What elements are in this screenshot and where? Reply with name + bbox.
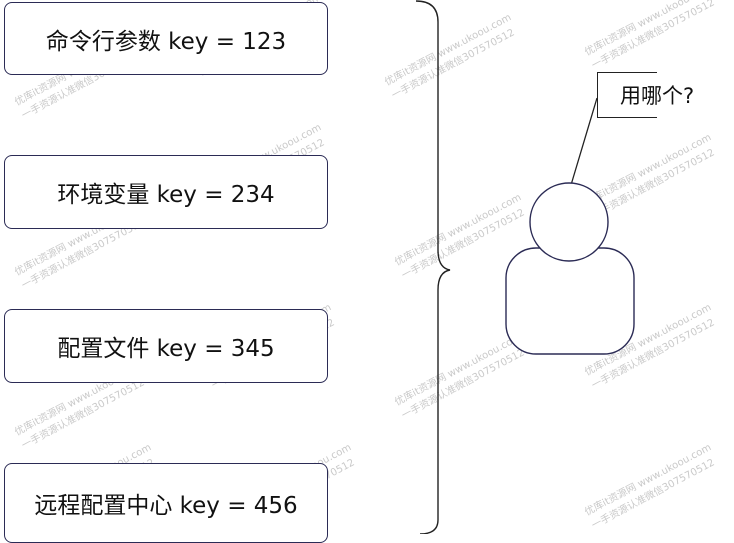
source-box-environment: 环境变量 key = 234 (4, 155, 328, 229)
question-callout: 用哪个? (597, 72, 694, 118)
person-head (529, 182, 609, 262)
source-label: 环境变量 key = 234 (57, 182, 275, 208)
source-box-remote-config: 远程配置中心 key = 456 (4, 463, 328, 543)
source-box-config-file: 配置文件 key = 345 (4, 309, 328, 383)
question-text: 用哪个? (620, 84, 695, 108)
source-label: 配置文件 key = 345 (57, 336, 275, 362)
source-box-command-line: 命令行参数 key = 123 (4, 2, 328, 75)
curly-brace (415, 0, 451, 534)
person-body (505, 247, 635, 355)
callout-pointer (570, 97, 598, 186)
source-label: 远程配置中心 key = 456 (34, 493, 298, 519)
source-label: 命令行参数 key = 123 (45, 28, 287, 55)
